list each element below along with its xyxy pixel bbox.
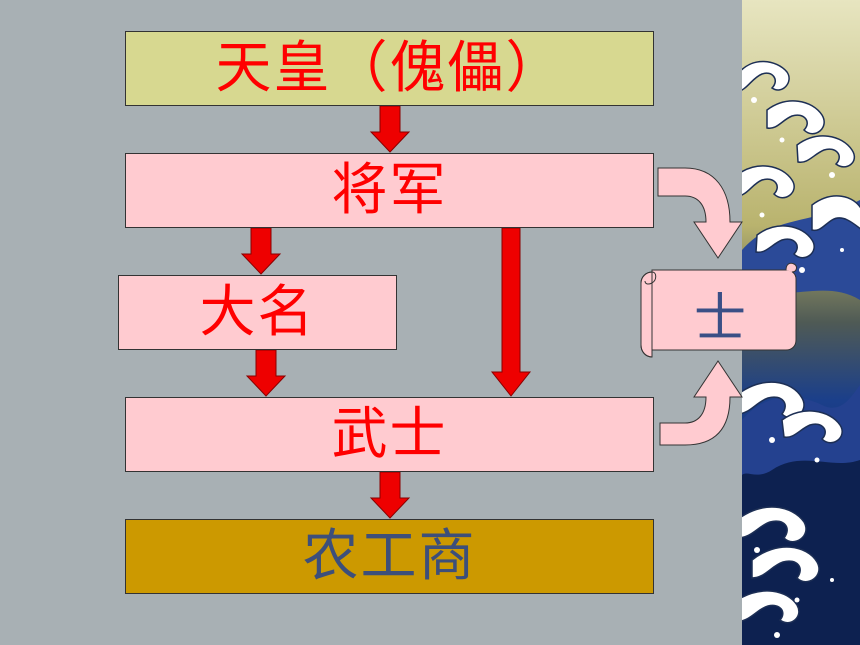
- arrow-shogun-shi: [657, 167, 743, 259]
- shi-label: 士: [693, 288, 746, 349]
- emperor-label: 天皇（傀儡）: [215, 35, 564, 101]
- commoners-label: 农工商: [302, 523, 477, 589]
- wave-artwork: [742, 0, 860, 645]
- arrow-shogun-daimyo: [240, 227, 282, 275]
- shogun-label: 将军: [331, 157, 448, 223]
- samurai-label: 武士: [331, 401, 448, 467]
- emperor-box: 天皇（傀儡）: [125, 31, 654, 106]
- daimyo-box: 大名: [118, 275, 397, 350]
- commoners-box: 农工商: [125, 519, 654, 594]
- samurai-box: 武士: [125, 397, 654, 472]
- arrow-emperor-shogun: [369, 105, 411, 153]
- daimyo-label: 大名: [199, 279, 316, 345]
- arrow-shogun-samurai: [490, 227, 532, 397]
- arrow-samurai-shi: [659, 360, 743, 446]
- shi-scroll: [640, 262, 797, 358]
- shogun-box: 将军: [125, 153, 654, 228]
- arrow-daimyo-samurai: [245, 349, 287, 397]
- arrow-samurai-commoners: [369, 471, 411, 519]
